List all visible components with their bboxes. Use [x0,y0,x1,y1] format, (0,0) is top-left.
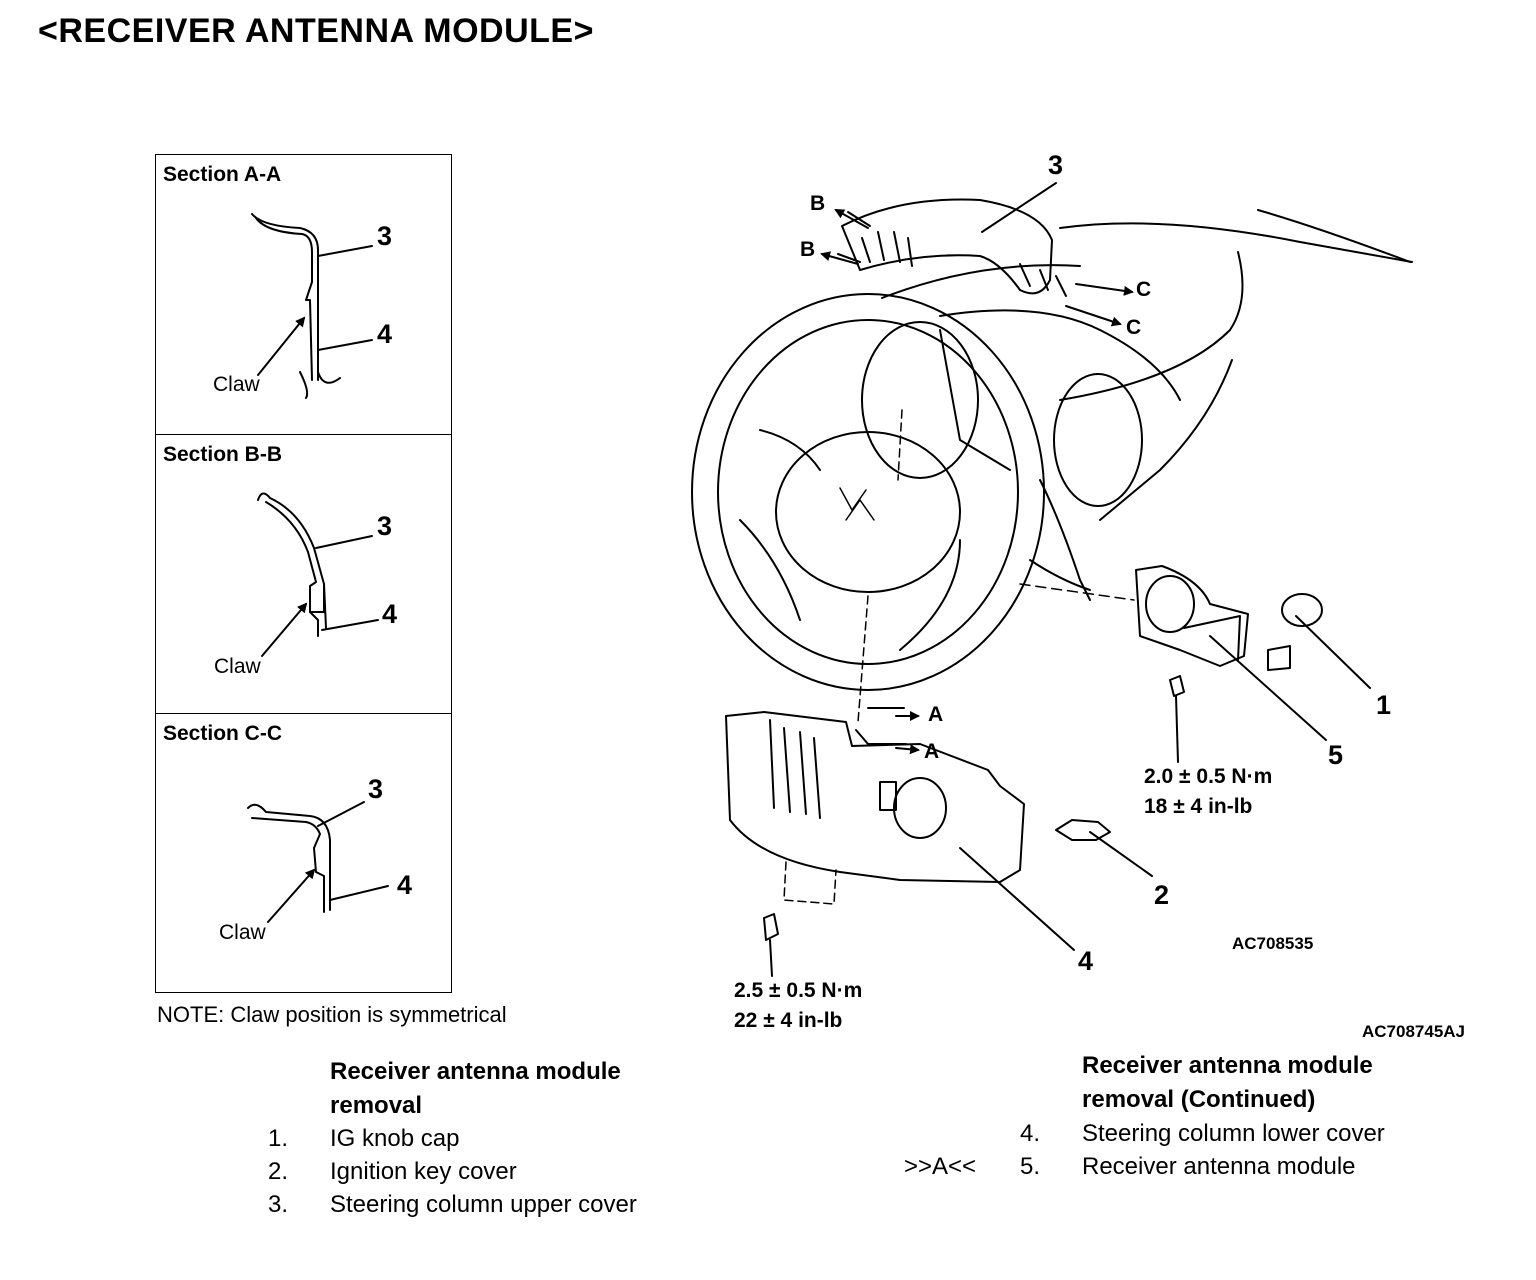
section-b-b-label-3: 3 [377,511,393,541]
section-a-a-title: Section A-A [163,163,282,186]
steering-column-upper-cover [820,182,1134,327]
section-a-a-label-4: 4 [377,319,393,349]
section-c-c-claw-label: Claw [219,921,266,944]
section-a-a-label-3: 3 [377,221,393,251]
section-b-b-panel: Section B-B 3 4 Claw [155,434,452,714]
list-item-text: Steering column lower cover [1082,1120,1385,1147]
list-item-text: Steering column upper cover [330,1191,637,1218]
callout-1: 1 [1376,690,1392,720]
callout-2: 2 [1154,880,1170,910]
list-item-number: 1. [268,1125,289,1152]
section-a-a-panel: Section A-A 3 4 Claw [155,154,452,435]
steering-wheel [691,293,1045,723]
section-b-b-profile [257,492,379,657]
section-b-b-title: Section B-B [163,443,283,466]
inner-illustration-code: AC708535 [1232,934,1314,953]
torque-lower-cover-metric: 2.5 ± 0.5 N·m [734,979,863,1002]
section-c-c-profile [247,801,389,923]
torque-module-metric: 2.0 ± 0.5 N·m [1144,765,1273,788]
list-item-number: 5. [1020,1153,1041,1180]
removal-list: 1. IG knob cap 2. Ignition key cover 3. Ste… [268,1122,637,1221]
section-marker-b-lower: B [800,238,816,261]
list-item: 2. Ignition key cover [268,1155,637,1188]
list-item-text: Ignition key cover [330,1158,517,1185]
list-item: 5. Receiver antenna module [1020,1150,1385,1183]
instrument-panel-outline [861,209,1413,601]
section-marker-a-upper: A [928,703,944,726]
removal-list-cont: 4. Steering column lower cover 5. Receiver… [1020,1117,1385,1183]
list-item-text: IG knob cap [330,1125,460,1152]
section-marker-a-lower: A [924,740,940,763]
section-marker-c-lower: C [1126,316,1142,339]
section-marker-c-upper: C [1136,278,1152,301]
section-marker-b-upper: B [810,192,826,215]
section-c-c-label-4: 4 [397,870,413,900]
section-c-c-title: Section C-C [163,722,283,745]
list-item: 1. IG knob cap [268,1122,637,1155]
callout-4: 4 [1078,946,1094,976]
section-c-c-label-3: 3 [368,774,384,804]
section-a-a-profile [251,213,373,399]
removal-list-cont-heading-line2: removal (Continued) [1082,1086,1316,1113]
steering-column-lower-cover [725,707,1075,977]
list-item: 4. Steering column lower cover [1020,1117,1385,1150]
removal-list-heading: Receiver antenna module removal [330,1055,621,1123]
section-b-b-label-4: 4 [382,599,398,629]
receiver-antenna-module-assembly [1019,565,1371,763]
removal-list-cont-heading: Receiver antenna module removal (Continu… [1082,1049,1373,1117]
callout-3: 3 [1048,150,1064,180]
list-item-number: 3. [268,1191,289,1218]
callout-5: 5 [1328,740,1344,770]
list-item-number: 4. [1020,1120,1041,1147]
torque-spec-module: 2.0 ± 0.5 N·m 18 ± 4 in-lb [1144,762,1272,822]
removal-list-heading-line1: Receiver antenna module [330,1058,621,1085]
torque-lower-cover-imperial: 22 ± 4 in-lb [734,1009,843,1032]
list-item-text: Receiver antenna module [1082,1153,1356,1180]
list-item-number: 2. [268,1158,289,1185]
removal-list-cont-heading-line1: Receiver antenna module [1082,1052,1373,1079]
service-point-marker: >>A<< [904,1153,977,1180]
figure-code: AC708745AJ [1362,1022,1466,1041]
removal-list-heading-line2: removal [330,1092,423,1119]
torque-module-imperial: 18 ± 4 in-lb [1144,795,1253,818]
ignition-key-cover [1055,819,1153,877]
page-title: <RECEIVER ANTENNA MODULE> [38,12,594,50]
claw-note: NOTE: Claw position is symmetrical [157,1002,507,1027]
section-a-a-claw-label: Claw [213,373,260,396]
section-c-c-panel: Section C-C 3 4 Claw [155,713,452,993]
section-b-b-claw-label: Claw [214,655,261,678]
torque-spec-lower-cover: 2.5 ± 0.5 N·m 22 ± 4 in-lb [734,976,862,1036]
list-item: 3. Steering column upper cover [268,1188,637,1221]
